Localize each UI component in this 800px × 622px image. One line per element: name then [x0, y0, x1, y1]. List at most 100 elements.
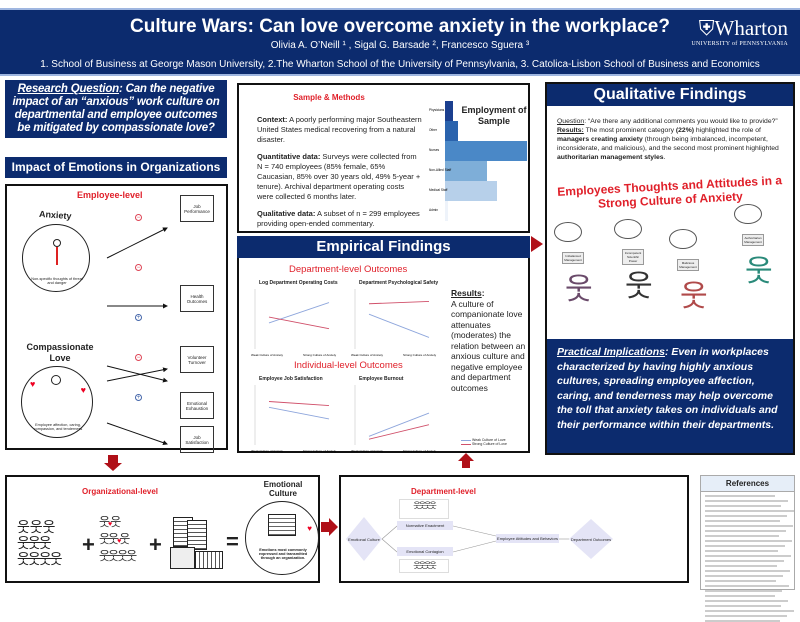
- protest-sign: Authoritarian Management: [742, 234, 764, 246]
- reference-entry: [705, 495, 775, 497]
- group-illustration: 웃웃웃웃: [399, 559, 449, 573]
- group-illustration: 웃웃웃웃: [399, 499, 449, 519]
- anxiety-illustration: Non-specific thoughts of threat and dang…: [22, 224, 90, 292]
- reference-entry: [705, 595, 775, 597]
- poster-title: Culture Wars: Can love overcome anxiety …: [130, 16, 670, 37]
- love-label: Compassionate Love: [26, 342, 94, 363]
- x-tick-label: Weak Culture of Anxiety: [251, 449, 283, 453]
- dept-outcomes-heading: Department-level Outcomes: [289, 264, 408, 275]
- node-emotional-contagion: Emotional Contagion: [397, 547, 453, 556]
- thought-bubble: [669, 229, 697, 249]
- node-employee-attitudes: Employee Attitudes and Behaviors: [496, 534, 559, 543]
- reference-entry: [705, 545, 785, 547]
- outcome-box: Job Performance: [180, 195, 214, 222]
- reference-entry: [705, 540, 792, 542]
- line-chart: Weak Culture of Anxiety Strong Culture of…: [351, 385, 437, 453]
- ind-outcomes-heading: Individual-level Outcomes: [294, 360, 403, 371]
- arrow-right-icon: [321, 522, 329, 532]
- minus-icon: −: [135, 214, 142, 221]
- chart-legend: Weak Culture of Love Strong Culture of L…: [461, 438, 507, 446]
- thought-bubble: [614, 219, 642, 239]
- sample-methods-panel: Sample & Methods Context: A poorly perfo…: [237, 83, 530, 233]
- employment-bar-label: Physicians: [429, 108, 445, 112]
- node-department-outcomes: Department Outcomes: [570, 537, 612, 542]
- shield-icon: ⛨: [698, 16, 715, 40]
- heart-icon: ♥: [80, 385, 86, 395]
- employment-bar: [445, 161, 487, 181]
- employee-level-diagram: Employee-level Anxiety Non-specific thou…: [5, 184, 228, 453]
- person-illustration: 웃: [625, 270, 653, 303]
- sample-title: Sample & Methods: [293, 93, 365, 102]
- research-question-text: : Can the negative impact of an “anxious…: [12, 83, 220, 134]
- authors: Olivia A. O’Neill ¹ , Sigal G. Barsade ²…: [270, 40, 530, 51]
- reference-entry: [705, 505, 781, 507]
- reference-entry: [705, 520, 780, 522]
- reference-entry: [705, 610, 794, 612]
- reference-entry: [705, 555, 791, 557]
- employment-bar-label: Nurses: [429, 148, 440, 152]
- arrow-down-head: [104, 463, 122, 471]
- wharton-logo: ⛨Wharton UNIVERSITY of PENNSYLVANIA: [691, 16, 788, 47]
- equals-icon: =: [226, 529, 239, 554]
- arrow-right-icon: [531, 236, 543, 252]
- reference-entry: [705, 515, 787, 517]
- reference-entry: [705, 615, 787, 617]
- x-tick-label: Strong Culture of Anxiety: [403, 449, 437, 453]
- department-level-panel: Department-level Emotional Culture Norma…: [339, 475, 689, 583]
- heart-icon: ♥: [30, 379, 36, 389]
- person-illustration: 웃: [565, 273, 593, 306]
- arrow-up-shaft: [462, 461, 470, 468]
- protest-sign: Incompetent Scientific Power: [622, 249, 644, 265]
- reference-entry: [705, 580, 776, 582]
- employment-bar-label: Admin: [429, 208, 438, 212]
- love-caption: Employee affection, caring, compassion, …: [33, 423, 83, 431]
- x-tick-label: Strong Culture of Anxiety: [303, 353, 337, 357]
- employment-bar-label: Other: [429, 128, 438, 132]
- love-illustration: ♥ ♥ Employee affection, caring, compassi…: [21, 366, 93, 438]
- x-tick-label: Weak Culture of Anxiety: [351, 449, 383, 453]
- reference-entry: [705, 525, 793, 527]
- qualitative-text: Question: “Are there any additional comm…: [557, 118, 779, 161]
- outcome-box: Volunteer Turnover: [180, 346, 214, 373]
- logo-subtitle: UNIVERSITY of PENNSYLVANIA: [691, 41, 788, 47]
- plus-icon: +: [135, 314, 142, 321]
- series-line-weak: [268, 302, 330, 324]
- qual-text: Qualitative data: A subset of n = 299 em…: [257, 209, 420, 228]
- anxiety-caption: Non-specific thoughts of threat and dang…: [31, 277, 83, 285]
- minus-icon: −: [135, 354, 142, 361]
- node-emotional-culture: Emotional Culture: [348, 537, 380, 542]
- plus-icon: +: [82, 532, 95, 557]
- reference-entry: [705, 500, 788, 502]
- chart-title: Department Psychological Safety: [359, 280, 439, 286]
- series-line-strong: [368, 300, 430, 305]
- affiliations: 1. School of Business at George Mason Un…: [40, 59, 760, 70]
- emotional-culture-caption: Emotions most commonly expressed and tra…: [258, 548, 308, 560]
- outcome-box: Health Outcomes: [180, 285, 214, 312]
- org-level-label: Organizational-level: [82, 487, 159, 496]
- reference-entry: [705, 560, 784, 562]
- reference-entry: [705, 565, 777, 567]
- heart-icon: ♥: [307, 524, 312, 533]
- node-normative-enactment: Normative Enactment: [397, 521, 453, 530]
- plus-icon: +: [135, 394, 142, 401]
- employment-bar: [445, 181, 497, 201]
- minus-icon: −: [135, 264, 142, 271]
- reference-entry: [705, 535, 779, 537]
- employment-bar: [445, 201, 448, 221]
- protest-sign: Imbalanced Management: [562, 252, 584, 264]
- emotional-culture-illustration: ♥ Emotions most commonly expressed and t…: [245, 501, 319, 575]
- chart-title: Employee Job Satisfaction: [259, 376, 323, 382]
- series-line-weak: [368, 313, 430, 338]
- plus-icon: +: [149, 532, 162, 557]
- series-line-strong: [368, 424, 430, 440]
- building-illustration: [165, 517, 225, 575]
- research-question-label: Research Question: [17, 83, 120, 95]
- outcome-box: Emotional Exhaustion: [180, 392, 214, 419]
- employment-bar: [445, 121, 458, 141]
